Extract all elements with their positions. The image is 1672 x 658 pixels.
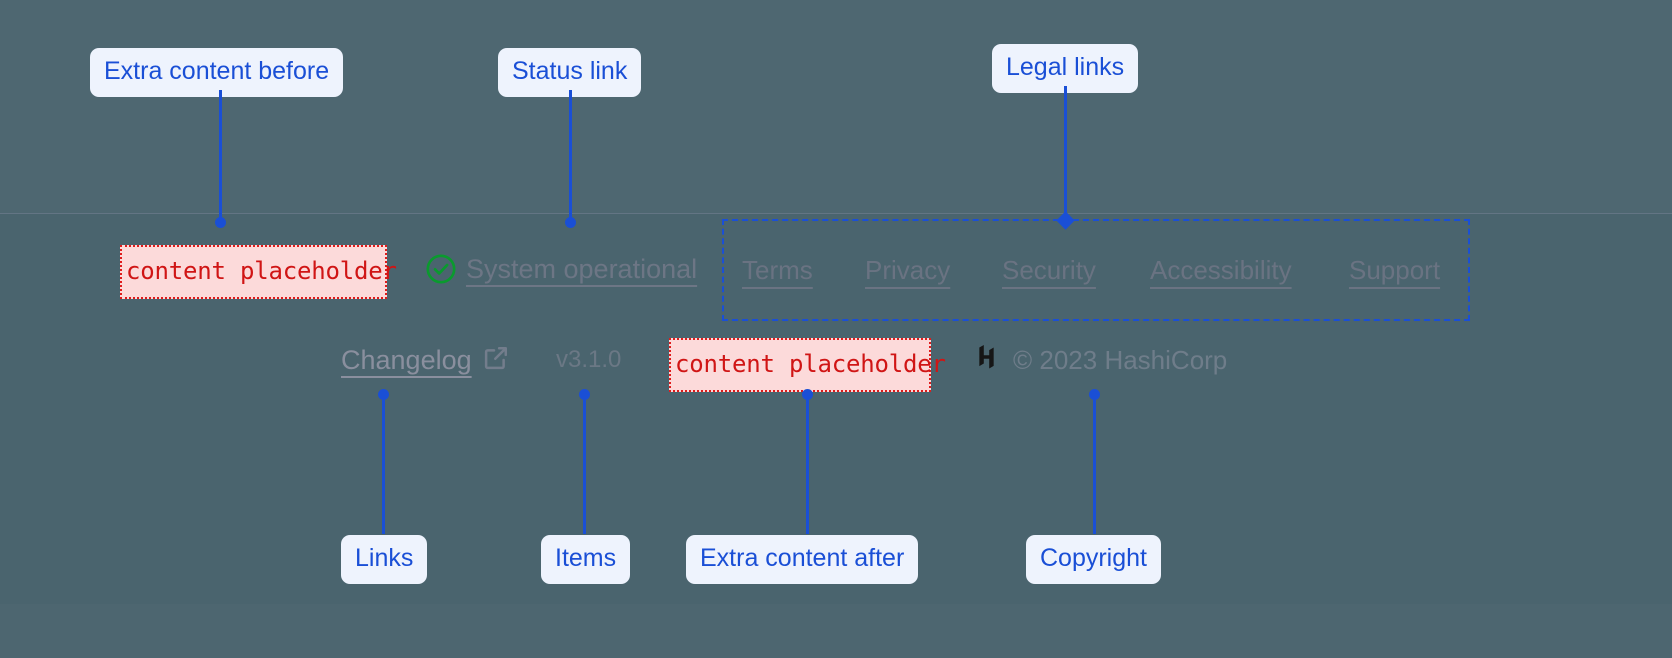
leader-line-links bbox=[382, 394, 385, 534]
status-link[interactable]: System operational bbox=[466, 254, 698, 284]
callout-items: Items bbox=[541, 535, 631, 584]
legal-link-security[interactable]: Security bbox=[1002, 255, 1096, 285]
leader-line-items bbox=[583, 394, 586, 534]
leader-line-status-link bbox=[569, 90, 572, 222]
leader-dot-status-link bbox=[565, 217, 576, 228]
callout-extra-content-before: Extra content before bbox=[90, 48, 344, 97]
callout-status-link: Status link bbox=[498, 48, 642, 97]
footer-top-divider bbox=[0, 213, 1672, 214]
hashicorp-logo-icon bbox=[971, 343, 1002, 374]
version-label: v3.1.0 bbox=[556, 346, 622, 373]
leader-line-copyright bbox=[1093, 394, 1096, 534]
callout-legal-links: Legal links bbox=[992, 44, 1139, 93]
leader-line-extra-content-before bbox=[219, 90, 222, 222]
legal-links-highlight-box bbox=[722, 219, 1470, 321]
leader-dot-extra-content-before bbox=[215, 217, 226, 228]
legal-link-terms[interactable]: Terms bbox=[742, 255, 813, 285]
legal-link-privacy[interactable]: Privacy bbox=[865, 255, 951, 285]
external-link-icon[interactable] bbox=[481, 343, 511, 373]
leader-line-legal-links bbox=[1064, 86, 1067, 220]
legal-link-support[interactable]: Support bbox=[1349, 255, 1441, 285]
content-placeholder-before: content placeholder bbox=[120, 245, 397, 299]
check-circle-icon bbox=[424, 252, 458, 286]
background-band-top bbox=[0, 0, 1672, 214]
callout-links: Links bbox=[341, 535, 428, 584]
callout-copyright: Copyright bbox=[1026, 535, 1161, 584]
legal-link-accessibility[interactable]: Accessibility bbox=[1150, 255, 1292, 285]
callout-extra-content-after: Extra content after bbox=[686, 535, 919, 584]
content-placeholder-after: content placeholder bbox=[669, 338, 946, 392]
leader-line-extra-content-after bbox=[806, 394, 809, 534]
copyright-text: © 2023 HashiCorp bbox=[1013, 345, 1228, 375]
background-band-bottom bbox=[0, 604, 1672, 658]
changelog-link[interactable]: Changelog bbox=[341, 345, 472, 375]
